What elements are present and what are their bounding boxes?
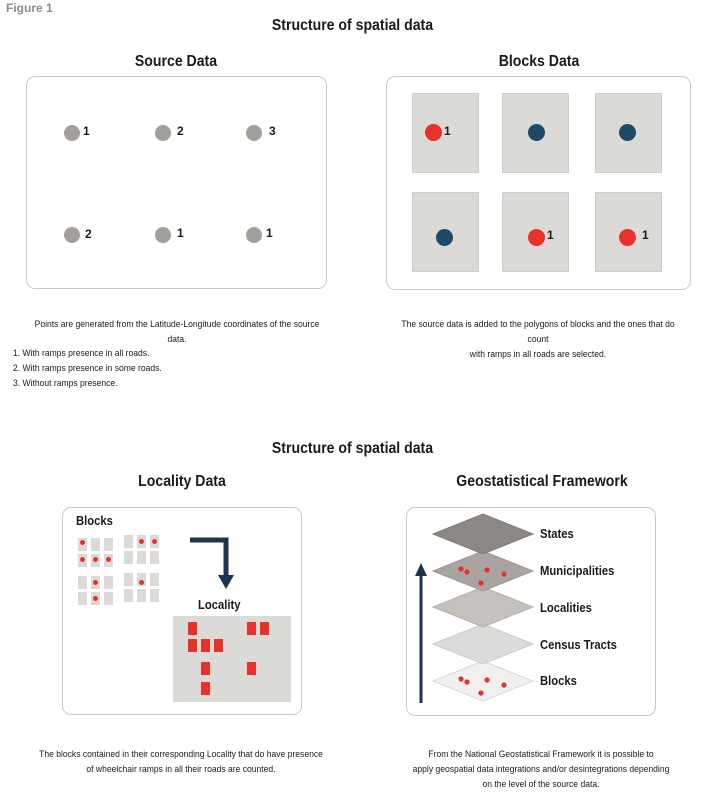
source-data-caption: Points are generated from the Latitude-L… — [34, 319, 320, 345]
blocks-heading: Blocks — [76, 514, 113, 528]
mini-block — [124, 535, 133, 548]
mini-block — [137, 573, 146, 586]
caption-line: The blocks contained in their correspond… — [39, 749, 323, 760]
mini-block — [124, 573, 133, 586]
locality-block — [201, 682, 210, 695]
layer-label-census-tracts: Census Tracts — [540, 638, 617, 652]
block-polygon — [502, 93, 569, 173]
source-point-label: 1 — [83, 124, 90, 138]
caption-line: with ramps in all roads are selected. — [469, 349, 607, 360]
bent-arrow-icon — [190, 537, 234, 589]
source-point-label: 2 — [177, 124, 184, 138]
geostatistical-panel: States Municipalities Localities Census … — [406, 507, 656, 716]
locality-block — [214, 639, 223, 652]
section-title-bottom: Structure of spatial data — [271, 440, 434, 457]
locality-block — [260, 622, 269, 635]
block-polygon — [412, 192, 479, 272]
mini-block — [78, 592, 87, 605]
mini-block — [150, 551, 159, 564]
source-point — [246, 125, 262, 141]
blocks-data-caption: The source data is added to the polygons… — [392, 317, 684, 362]
layer-label-localities: Localities — [540, 601, 592, 615]
mini-point — [80, 540, 85, 545]
blocks-data-title: Blocks Data — [498, 53, 580, 70]
mini-point — [93, 596, 98, 601]
mini-point — [93, 580, 98, 585]
block-point-label: 1 — [547, 228, 554, 242]
caption-line: apply geospatial data integrations and/o… — [412, 764, 670, 775]
mini-block — [78, 576, 87, 589]
locality-caption: The blocks contained in their correspond… — [36, 747, 326, 777]
ramps-legend: 1. With ramps presence in all roads. 2. … — [13, 346, 162, 391]
layer-label-municipalities: Municipalities — [540, 564, 615, 578]
block-polygon: 1 — [502, 192, 569, 272]
mini-block — [150, 589, 159, 602]
block-point — [528, 229, 545, 246]
block-polygon: 1 — [595, 192, 662, 272]
block-point — [619, 124, 636, 141]
block-point-label: 1 — [642, 228, 649, 242]
block-polygon: 1 — [412, 93, 479, 173]
source-data-panel: 1 2 3 2 1 1 — [26, 76, 327, 289]
mini-point — [139, 539, 144, 544]
block-point — [528, 124, 545, 141]
source-data-title: Source Data — [134, 53, 218, 70]
caption-line: of wheelchair ramps in all their roads a… — [86, 764, 276, 775]
mini-point — [139, 580, 144, 585]
block-point — [436, 229, 453, 246]
locality-block — [201, 639, 210, 652]
locality-block — [188, 639, 197, 652]
caption-line: The source data is added to the polygons… — [401, 319, 675, 345]
figure-label: Figure 1 — [6, 1, 53, 15]
layer-label-states: States — [540, 527, 574, 541]
mini-block — [137, 551, 146, 564]
source-point-label: 1 — [266, 226, 273, 240]
mini-block — [150, 573, 159, 586]
source-point — [64, 227, 80, 243]
mini-block — [104, 576, 113, 589]
source-point-label: 1 — [177, 226, 184, 240]
block-polygon — [595, 93, 662, 173]
mini-point — [106, 557, 111, 562]
mini-block — [91, 538, 100, 551]
section-title-top: Structure of spatial data — [271, 17, 434, 34]
locality-data-title: Locality Data — [138, 473, 226, 490]
locality-heading: Locality — [198, 598, 241, 612]
mini-block — [124, 551, 133, 564]
source-point — [246, 227, 262, 243]
block-point — [619, 229, 636, 246]
source-point — [155, 125, 171, 141]
legend-item: 1. With ramps presence in all roads. — [13, 348, 150, 359]
source-point-label: 3 — [269, 124, 276, 138]
locality-block — [247, 622, 256, 635]
legend-item: 3. Without ramps presence. — [13, 378, 118, 389]
geostatistical-framework-title: Geostatistical Framework — [456, 473, 628, 490]
mini-block — [124, 589, 133, 602]
caption-line: From the National Geostatistical Framewo… — [428, 749, 654, 760]
locality-block — [188, 622, 197, 635]
locality-data-panel: Blocks Locality — [62, 507, 302, 715]
caption-line: on the level of the source data. — [482, 779, 600, 790]
blocks-data-panel: 1 1 1 — [386, 76, 691, 290]
mini-block — [104, 538, 113, 551]
block-point-label: 1 — [444, 124, 451, 138]
block-point — [425, 124, 442, 141]
locality-block — [247, 662, 256, 675]
layer-label-blocks: Blocks — [540, 674, 577, 688]
source-point — [155, 227, 171, 243]
source-point-label: 2 — [85, 227, 92, 241]
locality-polygon — [173, 616, 291, 702]
mini-block — [104, 592, 113, 605]
mini-block — [137, 589, 146, 602]
layer-stack — [415, 513, 535, 703]
source-point — [64, 125, 80, 141]
legend-item: 2. With ramps presence in some roads. — [13, 363, 162, 374]
mini-point — [93, 557, 98, 562]
locality-block — [201, 662, 210, 675]
geostatistical-caption: From the National Geostatistical Framewo… — [396, 747, 686, 792]
mini-point — [80, 557, 85, 562]
mini-point — [152, 539, 157, 544]
